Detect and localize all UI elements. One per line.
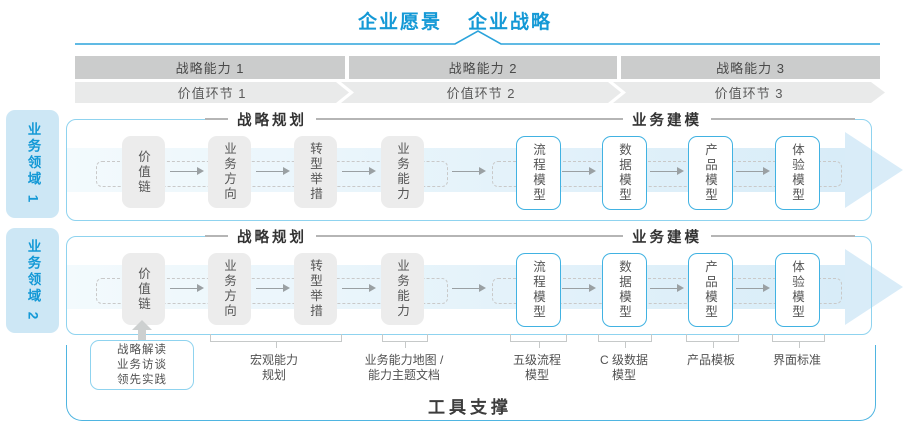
bracket bbox=[772, 334, 825, 348]
flow-arrow bbox=[562, 284, 596, 292]
stage-box-business-capability: 业务能力 bbox=[381, 253, 424, 325]
value-chevron-3: 价值环节 3 bbox=[613, 82, 885, 103]
value-chevron-1: 价值环节 1 bbox=[75, 82, 349, 103]
model-box-product: 产品模型 bbox=[688, 253, 733, 327]
flow-arrow bbox=[452, 167, 486, 175]
section-header-line bbox=[205, 118, 855, 120]
sidebar-domain-2: 业务领域 2 bbox=[6, 228, 59, 333]
modeling-dashed-track bbox=[492, 161, 842, 187]
flow-arrow bbox=[256, 167, 290, 175]
model-box-product: 产品模型 bbox=[688, 136, 733, 210]
modeling-section-title: 业务建模 bbox=[623, 109, 711, 130]
strategy-title: 企业战略 bbox=[468, 12, 553, 33]
flow-arrow bbox=[650, 284, 684, 292]
stage-box-value-chain: 价值链 bbox=[122, 136, 165, 208]
up-arrow-icon bbox=[132, 320, 152, 330]
planning-dashed-track bbox=[96, 278, 448, 304]
capability-bar-2: 战略能力 2 bbox=[349, 56, 617, 79]
bracket bbox=[686, 334, 739, 348]
flow-arrow bbox=[170, 167, 204, 175]
flow-arrow bbox=[452, 284, 486, 292]
domain-2-lane: 战略规划 业务建模 价值链 业务方向 转型举措 业务能力 流程模型 数据模型 产… bbox=[0, 226, 910, 335]
stage-box-transformation: 转型举措 bbox=[294, 136, 337, 208]
bracket bbox=[210, 334, 342, 348]
deliverable-capability-map: 业务能力地图 /能力主题文档 bbox=[364, 353, 444, 382]
planning-section-title: 战略规划 bbox=[228, 109, 316, 130]
flow-arrow bbox=[342, 167, 376, 175]
section-header-line bbox=[205, 235, 855, 237]
model-box-process: 流程模型 bbox=[516, 136, 561, 210]
stage-box-value-chain: 价值链 bbox=[122, 253, 165, 325]
up-arrow-icon bbox=[138, 329, 146, 341]
model-box-process: 流程模型 bbox=[516, 253, 561, 327]
sidebar-domain-1-label: 业务领域 1 bbox=[25, 122, 41, 206]
planning-section-title: 战略规划 bbox=[228, 226, 316, 247]
vision-title: 企业愿景 bbox=[357, 12, 442, 33]
vision-divider-line bbox=[75, 30, 880, 45]
strategy-input-box: 战略解读 业务访谈 领先实践 bbox=[90, 340, 194, 390]
sidebar-domain-1: 业务领域 1 bbox=[6, 110, 59, 218]
model-box-data: 数据模型 bbox=[602, 253, 647, 327]
stage-box-transformation: 转型举措 bbox=[294, 253, 337, 325]
deliverable-product-template: 产品模板 bbox=[686, 353, 736, 367]
page-title: 企业愿景 企业战略 bbox=[0, 7, 910, 34]
deliverable-macro-capability: 宏观能力规划 bbox=[249, 353, 299, 382]
model-box-experience: 体验模型 bbox=[775, 253, 820, 327]
flow-arrow bbox=[736, 284, 770, 292]
modeling-dashed-track bbox=[492, 278, 842, 304]
stage-box-business-direction: 业务方向 bbox=[208, 253, 251, 325]
flow-arrow bbox=[736, 167, 770, 175]
deliverable-process-model: 五级流程模型 bbox=[512, 353, 562, 382]
deliverable-ui-standard: 界面标准 bbox=[772, 353, 822, 367]
bracket bbox=[510, 334, 567, 348]
flow-band-arrowhead bbox=[845, 249, 903, 325]
bracket bbox=[598, 334, 652, 348]
flow-arrow bbox=[170, 284, 204, 292]
flow-band-arrowhead bbox=[845, 132, 903, 208]
stage-box-business-direction: 业务方向 bbox=[208, 136, 251, 208]
model-box-experience: 体验模型 bbox=[775, 136, 820, 210]
model-box-data: 数据模型 bbox=[602, 136, 647, 210]
deliverable-data-model: C 级数据模型 bbox=[599, 353, 649, 382]
capability-bar-1: 战略能力 1 bbox=[75, 56, 345, 79]
lane-frame bbox=[66, 236, 872, 335]
modeling-section-title: 业务建模 bbox=[623, 226, 711, 247]
tool-support-frame bbox=[66, 345, 876, 421]
value-chevron-2: 价值环节 2 bbox=[341, 82, 621, 103]
tool-support-title: 工具支撑 bbox=[428, 398, 512, 417]
capability-bar-3: 战略能力 3 bbox=[621, 56, 880, 79]
stage-box-business-capability: 业务能力 bbox=[381, 136, 424, 208]
flow-arrow bbox=[562, 167, 596, 175]
bracket bbox=[382, 334, 428, 348]
flow-arrow bbox=[342, 284, 376, 292]
planning-dashed-track bbox=[96, 161, 448, 187]
sidebar-domain-2-label: 业务领域 2 bbox=[25, 238, 41, 323]
domain-1-lane: 战略规划 业务建模 价值链 业务方向 转型举措 业务能力 流程模型 数据模型 产… bbox=[0, 109, 910, 221]
lane-frame bbox=[66, 119, 872, 221]
flow-arrow bbox=[256, 284, 290, 292]
flow-arrow bbox=[650, 167, 684, 175]
